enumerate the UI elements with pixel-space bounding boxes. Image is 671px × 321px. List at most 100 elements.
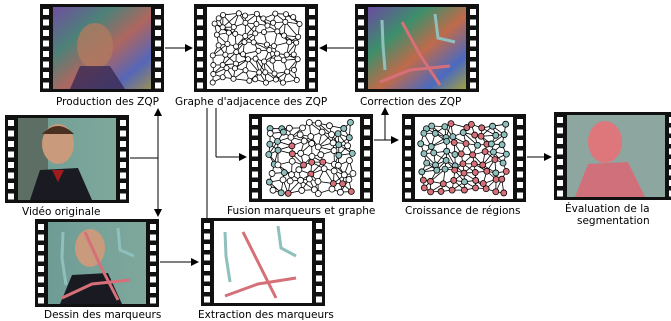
graph-node xyxy=(241,39,248,46)
graph-node xyxy=(428,122,436,130)
sprocket-hole xyxy=(358,61,364,68)
graph-node xyxy=(250,39,257,46)
graph-node xyxy=(492,169,500,177)
graph-node xyxy=(308,140,316,147)
frame-production xyxy=(40,4,164,92)
graph-node xyxy=(299,124,306,132)
graph-node xyxy=(290,14,297,21)
graph-node xyxy=(308,152,316,160)
graph-node xyxy=(219,24,226,31)
sprocket-hole xyxy=(669,190,671,197)
sprocket-hole xyxy=(316,286,322,292)
graph-node xyxy=(274,50,281,57)
graph-node xyxy=(441,165,449,173)
graph-node xyxy=(300,161,307,169)
graph-node xyxy=(427,143,435,150)
graph-node xyxy=(330,167,338,175)
graph-node xyxy=(417,140,425,148)
sprocket-hole xyxy=(197,82,203,89)
sprocket-hole xyxy=(557,180,563,186)
sprocket-hole xyxy=(204,275,210,282)
graph-node xyxy=(291,66,298,73)
graph-node xyxy=(233,43,240,50)
graph-node xyxy=(459,160,467,168)
graph-node xyxy=(502,167,510,175)
graph-node xyxy=(280,169,288,176)
caption-extraction: Extraction des marqueurs xyxy=(198,309,334,321)
graph-node xyxy=(479,161,487,169)
graph-node xyxy=(252,76,259,83)
sprocket-hole xyxy=(8,183,14,189)
graph-node xyxy=(437,188,445,195)
graph-node xyxy=(479,180,487,187)
graph-node xyxy=(471,169,479,176)
graph-node xyxy=(314,119,322,127)
graph-node xyxy=(293,77,300,84)
sprocket-hole xyxy=(197,51,203,57)
graph-node xyxy=(345,176,353,183)
graph-node xyxy=(297,149,305,157)
graph-node xyxy=(223,65,230,72)
graph-node xyxy=(427,177,434,185)
sprocket-hole xyxy=(204,286,210,292)
graph-node xyxy=(242,67,249,74)
graph-node xyxy=(286,39,293,46)
sprocket-hole xyxy=(517,119,523,125)
sprocket-hole xyxy=(252,150,258,157)
sprocket-hole xyxy=(669,169,671,176)
sprocket-hole xyxy=(252,161,258,167)
sprocket-hole xyxy=(204,244,210,250)
sprocket-hole xyxy=(43,82,49,89)
graph-node xyxy=(320,165,328,173)
graph-node xyxy=(232,30,239,37)
sprocket-hole xyxy=(316,254,322,261)
caption-video: Vidéo originale xyxy=(22,206,101,218)
graph-node xyxy=(294,56,301,63)
sprocket-hole xyxy=(517,171,523,178)
graph-node xyxy=(489,122,496,130)
graph-node xyxy=(326,122,333,130)
fusion-graph xyxy=(265,118,357,197)
sprocket-hole xyxy=(557,190,563,197)
graph-node xyxy=(266,130,274,137)
sprocket-hole xyxy=(358,82,364,89)
graph-node xyxy=(283,51,290,58)
sprocket-hole xyxy=(405,161,411,167)
sprocket-hole xyxy=(8,193,14,200)
graph-node xyxy=(210,71,217,78)
sprocket-hole xyxy=(38,234,44,241)
graph-node xyxy=(219,61,226,68)
sprocket-hole xyxy=(197,40,203,47)
caption-production: Production des ZQP xyxy=(56,96,159,108)
graph-node xyxy=(284,189,292,197)
graph-node xyxy=(462,140,470,147)
sprocket-hole xyxy=(197,61,203,68)
graph-node xyxy=(348,149,356,157)
graph-node xyxy=(461,178,468,186)
sprocket-hole xyxy=(405,129,411,136)
sprocket-hole xyxy=(309,40,315,47)
graph-node xyxy=(447,120,455,128)
sprocket-hole xyxy=(470,61,476,68)
graph-node xyxy=(286,177,294,185)
graph-node xyxy=(209,52,216,59)
frame-correction xyxy=(355,4,479,92)
sprocket-hole xyxy=(150,276,156,283)
graph-node xyxy=(490,148,497,156)
graph-node xyxy=(264,22,271,29)
sprocket-hole xyxy=(557,127,563,134)
sprocket-hole xyxy=(316,233,322,240)
graph-node xyxy=(272,76,279,83)
sprocket-hole xyxy=(669,159,671,165)
film-sprockets xyxy=(8,9,671,304)
graph-node xyxy=(334,130,342,138)
graph-node xyxy=(472,184,479,192)
graph-node xyxy=(296,131,304,139)
graph-node xyxy=(209,79,216,86)
graph-node xyxy=(297,176,305,184)
graph-node xyxy=(245,56,252,63)
caption-evaluation-1: Évaluation de la xyxy=(565,203,650,215)
graph-node xyxy=(305,119,313,126)
graph-node xyxy=(482,185,490,193)
sprocket-hole xyxy=(364,129,370,136)
